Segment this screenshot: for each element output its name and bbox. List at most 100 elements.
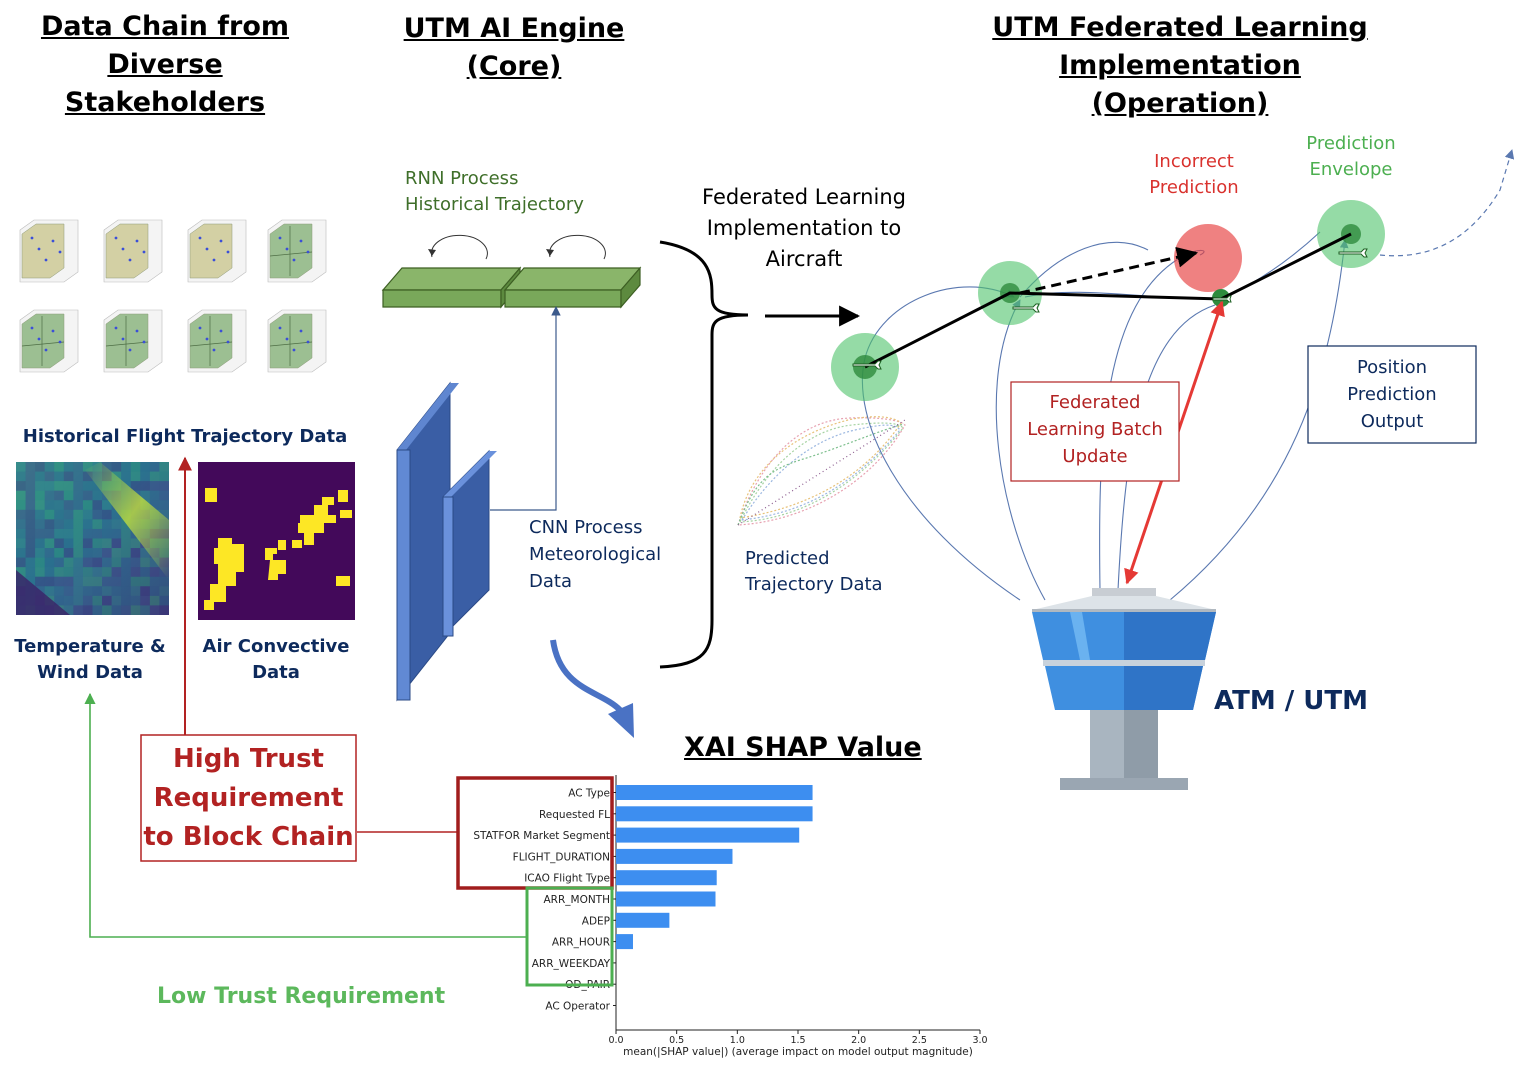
- shap-bar: [616, 891, 716, 907]
- convective-label-line1: Air Convective: [202, 636, 350, 657]
- prediction-envelope-label: Prediction Envelope: [1290, 131, 1412, 183]
- cnn-slabs: [396, 381, 497, 702]
- shap-curved-arrow: [550, 639, 623, 713]
- trajectory-thumbnail: [267, 309, 327, 373]
- predicted-trajectory-label: Predicted Trajectory Data: [745, 546, 883, 598]
- batch-line3: Update: [1062, 446, 1128, 467]
- predicted-line2: Trajectory Data: [745, 574, 883, 595]
- shap-xtick-label: 0.5: [669, 1035, 684, 1046]
- header-federated-line2: (Operation): [1091, 88, 1269, 119]
- envelope-line1: Prediction: [1306, 133, 1396, 154]
- shap-category-label: ARR_MONTH: [543, 894, 610, 906]
- shap-category-label: ARR_HOUR: [552, 937, 610, 949]
- trajectory-thumbnail: [103, 309, 163, 373]
- position-line1: Position: [1356, 357, 1428, 378]
- shap-category-label: AC Type: [568, 788, 610, 800]
- high-trust-line1: High Trust: [173, 744, 324, 774]
- cnn-label-line2: Meteorological: [529, 544, 662, 565]
- position-line3: Output: [1360, 411, 1424, 432]
- cnn-to-rnn-arrow: [490, 306, 561, 511]
- shap-xtick-label: 0.0: [608, 1035, 623, 1046]
- shap-title: XAI SHAP Value: [684, 732, 922, 763]
- batch-line2: Learning Batch: [1027, 419, 1163, 440]
- shap-bar: [616, 785, 813, 800]
- header-data-chain-line2: Diverse Stakeholders: [64, 49, 266, 118]
- air-convective-map: [198, 462, 355, 620]
- shap-bar: [616, 806, 813, 822]
- predicted-trajectory-plot: [737, 416, 906, 526]
- shap-category-label: ICAO Flight Type: [524, 873, 610, 885]
- shap-bar: [616, 870, 717, 886]
- rnn-label-line1: RNN Process: [405, 168, 519, 189]
- high-trust-label: High Trust Requirement to Block Chain: [141, 740, 356, 857]
- trajectory-thumbnails: [19, 219, 327, 373]
- position-output-box: [1307, 345, 1477, 444]
- incorrect-prediction-label: Incorrect Prediction: [1130, 149, 1258, 201]
- trajectory-thumbnail: [103, 219, 163, 283]
- temperature-label: Temperature & Wind Data: [10, 634, 170, 686]
- shap-bar: [616, 912, 670, 928]
- low-trust-label: Low Trust Requirement: [157, 984, 446, 1009]
- incorrect-line1: Incorrect: [1154, 151, 1234, 172]
- envelope-line2: Envelope: [1309, 159, 1393, 180]
- trajectory-network: [831, 149, 1515, 601]
- header-data-chain: Data Chain from Diverse Stakeholders: [10, 8, 320, 122]
- trajectory-label: Historical Flight Trajectory Data: [22, 426, 348, 447]
- cnn-label-line1: CNN Process: [529, 517, 643, 538]
- shap-category-label: FLIGHT_DURATION: [513, 851, 610, 863]
- header-ai-engine-line2: (Core): [466, 51, 562, 82]
- shap-bar: [616, 827, 800, 843]
- high-trust-line2: Requirement: [153, 783, 344, 813]
- incorrect-line2: Prediction: [1149, 177, 1239, 198]
- batch-update-label: Federated Learning Batch Update: [1011, 389, 1179, 470]
- convective-label-line2: Data: [252, 662, 300, 683]
- high-trust-line3: to Block Chain: [143, 822, 354, 852]
- rnn-label: RNN Process Historical Trajectory: [405, 166, 584, 218]
- position-line2: Prediction: [1347, 384, 1437, 405]
- header-ai-engine: UTM AI Engine (Core): [380, 10, 648, 86]
- header-ai-engine-line1: UTM AI Engine: [403, 13, 625, 44]
- batch-line1: Federated: [1049, 392, 1141, 413]
- federated-impl-line3: Aircraft: [765, 247, 843, 271]
- shap-bar: [616, 848, 733, 864]
- cnn-label: CNN Process Meteorological Data: [529, 514, 661, 595]
- atm-utm-label: ATM / UTM: [1214, 686, 1369, 716]
- convective-label: Air Convective Data: [196, 634, 356, 686]
- high-trust-box: [140, 734, 357, 862]
- federated-impl-label: Federated Learning Implementation to Air…: [690, 182, 918, 275]
- header-data-chain-line1: Data Chain from: [40, 11, 290, 42]
- shap-category-label: ADEP: [582, 915, 610, 927]
- rnn-slabs: [381, 234, 642, 309]
- header-federated-line1: UTM Federated Learning Implementation: [992, 12, 1368, 81]
- shap-arrow-head: [608, 703, 634, 738]
- trajectory-thumbnail: [187, 219, 247, 283]
- temperature-wind-heatmap: [16, 462, 169, 615]
- shap-category-label: ARR_WEEKDAY: [532, 958, 611, 970]
- shap-xlabel: mean(|SHAP value|) (average impact on mo…: [623, 1046, 973, 1058]
- shap-xtick-label: 2.5: [912, 1035, 927, 1046]
- predicted-line1: Predicted: [745, 548, 830, 569]
- temperature-label-line1: Temperature &: [14, 636, 166, 657]
- shap-category-label: AC Operator: [545, 1001, 610, 1013]
- trajectory-thumbnail: [19, 309, 79, 373]
- shap-category-label: STATFOR Market Segment: [473, 830, 610, 842]
- federated-impl-line2: Implementation to: [706, 216, 902, 240]
- trajectory-thumbnail: [187, 309, 247, 373]
- control-tower-icon: [1032, 588, 1216, 790]
- shap-xtick-label: 3.0: [972, 1035, 987, 1046]
- trajectory-thumbnail: [19, 219, 79, 283]
- trajectory-thumbnail: [267, 219, 327, 283]
- shap-bar: [616, 934, 633, 950]
- curly-brace: [659, 240, 749, 669]
- batch-update-box: [1010, 381, 1180, 482]
- position-output-label: Position Prediction Output: [1308, 354, 1476, 435]
- low-trust-arrow: [84, 692, 527, 938]
- low-trust-feature-box: [525, 886, 614, 987]
- cnn-label-line3: Data: [529, 571, 572, 592]
- shap-xtick-label: 2.0: [851, 1035, 866, 1046]
- shap-category-label: Requested FL: [539, 809, 610, 821]
- shap-xtick-label: 1.0: [730, 1035, 745, 1046]
- shap-xtick-label: 1.5: [790, 1035, 805, 1046]
